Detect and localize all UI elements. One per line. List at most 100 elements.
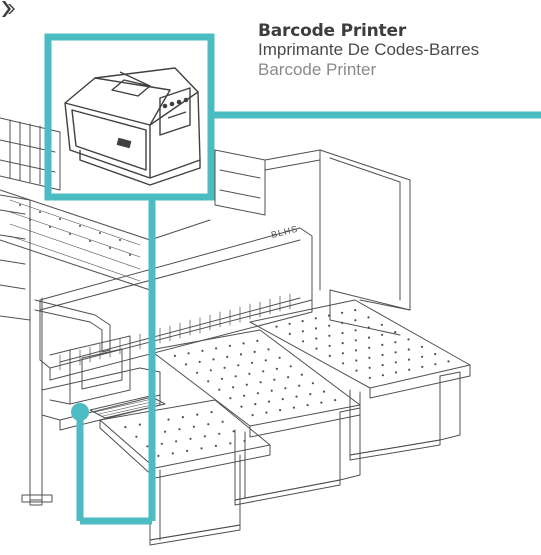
table-perforation — [354, 309, 357, 312]
table-perforation — [381, 353, 384, 357]
table-perforation — [354, 339, 357, 342]
table-perforation — [164, 430, 167, 433]
table-perforation — [367, 336, 371, 339]
table-perforation — [394, 371, 398, 374]
table-perforation — [367, 326, 370, 329]
arrow-marker-icon — [2, 1, 15, 17]
table-perforation — [355, 369, 358, 372]
table-perforation — [314, 327, 318, 330]
table-perforation — [284, 387, 287, 390]
table-perforation — [209, 369, 212, 372]
table-perforation — [240, 405, 243, 408]
table-perforation — [278, 356, 281, 359]
table-perforation — [262, 370, 265, 373]
table-perforation — [171, 452, 174, 455]
table-perforation — [187, 352, 190, 355]
table-perforation — [447, 360, 450, 363]
table-perforation — [328, 344, 331, 347]
table-perforation — [223, 366, 226, 369]
barcode-printer-icon — [64, 67, 201, 186]
table-perforation — [251, 414, 254, 417]
table-perforation — [381, 343, 384, 346]
table-perforation — [322, 390, 326, 393]
callout-anchor-dot — [71, 403, 89, 421]
table-perforation — [301, 320, 304, 323]
table-perforation — [275, 325, 278, 328]
table-perforation — [298, 384, 301, 387]
table-perforation — [380, 323, 383, 326]
table-perforation — [434, 363, 437, 366]
table-perforation — [368, 376, 371, 379]
table-perforation — [234, 375, 237, 378]
table-perforation — [265, 411, 268, 414]
table-perforation — [341, 352, 344, 355]
table-perforation — [315, 337, 318, 340]
table-perforation — [207, 380, 210, 383]
table-perforation — [181, 416, 184, 419]
table-perforation — [242, 342, 245, 345]
table-perforation — [214, 444, 217, 447]
table-perforation — [184, 363, 188, 366]
table-perforation — [157, 454, 160, 457]
table-perforation — [334, 399, 337, 402]
table-perforation — [368, 346, 371, 349]
table-perforation — [341, 321, 344, 324]
table-perforation — [394, 351, 397, 354]
table-perforation — [226, 355, 229, 358]
table-perforation — [341, 342, 344, 345]
table-perforation — [196, 413, 199, 416]
table-perforation — [267, 400, 271, 403]
table-perforation — [279, 409, 282, 412]
table-perforation — [221, 420, 224, 423]
table-perforation — [160, 442, 163, 445]
table-perforation — [200, 447, 203, 450]
table-perforation — [327, 314, 331, 317]
table-perforation — [354, 319, 357, 322]
table-perforation — [253, 350, 256, 353]
brand-plate: BLHS — [270, 224, 299, 240]
table-perforation — [218, 388, 221, 391]
table-perforation — [281, 398, 284, 401]
table-perforation — [302, 340, 305, 343]
callout-subtitle-english: Barcode Printer — [258, 59, 377, 79]
table-perforation — [189, 437, 192, 440]
table-perforation — [138, 423, 141, 426]
table-perforation — [287, 376, 290, 379]
table-perforation — [232, 430, 235, 433]
table-perforation — [186, 449, 189, 452]
table-perforation — [341, 311, 344, 314]
table-perforation — [259, 381, 262, 384]
table-perforation — [218, 432, 221, 435]
table-perforation — [367, 316, 370, 319]
table-perforation — [196, 371, 199, 374]
table-perforation — [421, 365, 424, 368]
table-perforation — [368, 356, 371, 359]
table-perforation — [243, 439, 246, 442]
table-perforation — [407, 358, 411, 361]
table-perforation — [354, 329, 357, 332]
table-perforation — [215, 347, 218, 350]
table-perforation — [301, 330, 304, 333]
table-perforation — [288, 322, 291, 325]
table-perforation — [328, 354, 331, 357]
table-perforation — [198, 360, 201, 363]
table-perforation — [421, 355, 424, 358]
table-perforation — [394, 361, 397, 364]
table-perforation — [289, 365, 292, 368]
table-perforation — [434, 353, 437, 356]
table-perforation — [207, 423, 210, 426]
table-perforation — [315, 347, 318, 350]
table-perforation — [232, 386, 235, 389]
table-perforation — [292, 406, 295, 409]
table-perforation — [256, 339, 259, 342]
table-perforation — [270, 389, 273, 392]
table-perforation — [243, 394, 246, 397]
table-perforation — [381, 333, 384, 336]
table-perforation — [248, 372, 251, 375]
table-perforation — [407, 348, 410, 351]
table-perforation — [420, 345, 423, 348]
table-perforation — [264, 359, 267, 362]
table-perforation — [368, 366, 371, 369]
table-perforation — [320, 401, 323, 404]
